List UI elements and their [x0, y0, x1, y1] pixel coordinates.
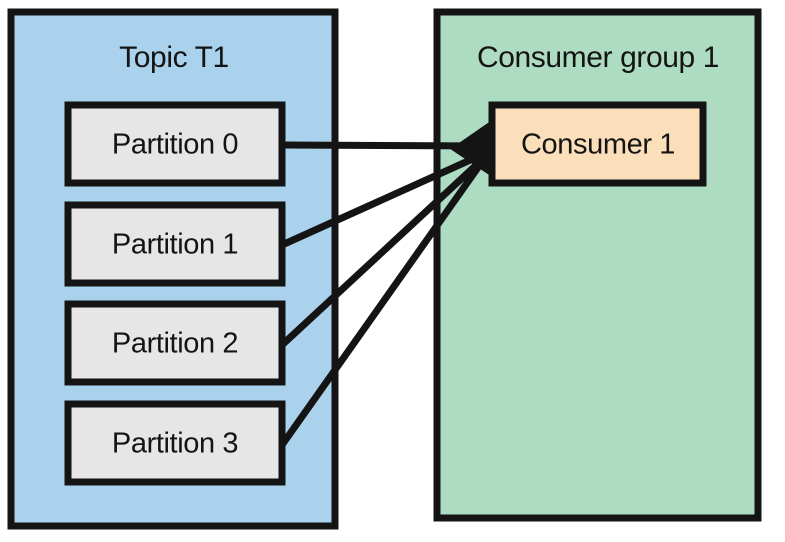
partition-item-3[interactable]: Partition 3 — [64, 400, 286, 486]
partition-label-1: Partition 1 — [112, 229, 238, 261]
connection-partition-3-to-consumer-1 — [279, 156, 487, 448]
connection-lines — [279, 141, 490, 448]
connection-partition-1-to-consumer-1 — [280, 148, 490, 249]
topic-title: Topic T1 — [119, 41, 229, 74]
consumer-group-title: Consumer group 1 — [477, 41, 719, 74]
partition-label-0: Partition 0 — [112, 129, 238, 161]
consumer-group-rect — [433, 8, 762, 522]
consumer-group-container[interactable]: Consumer group 1 — [433, 8, 762, 522]
consumer-rect-0 — [488, 101, 707, 187]
connection-partition-2-to-consumer-1 — [279, 153, 489, 348]
partition-item-2[interactable]: Partition 2 — [64, 300, 286, 386]
partition-rect-3 — [64, 400, 286, 486]
partition-label-3: Partition 3 — [112, 428, 238, 460]
partition-rect-2 — [64, 300, 286, 386]
partition-list: Partition 0 Partition 1 Partition 2 Part… — [64, 101, 286, 486]
partition-label-2: Partition 2 — [112, 328, 238, 360]
consumer-item-0[interactable]: Consumer 1 — [488, 101, 707, 187]
consumer-label-0: Consumer 1 — [521, 129, 675, 161]
connection-partition-0-to-consumer-1 — [281, 141, 489, 150]
partition-item-0[interactable]: Partition 0 — [64, 101, 286, 187]
partition-item-1[interactable]: Partition 1 — [64, 201, 286, 287]
partition-rect-0 — [64, 101, 286, 187]
